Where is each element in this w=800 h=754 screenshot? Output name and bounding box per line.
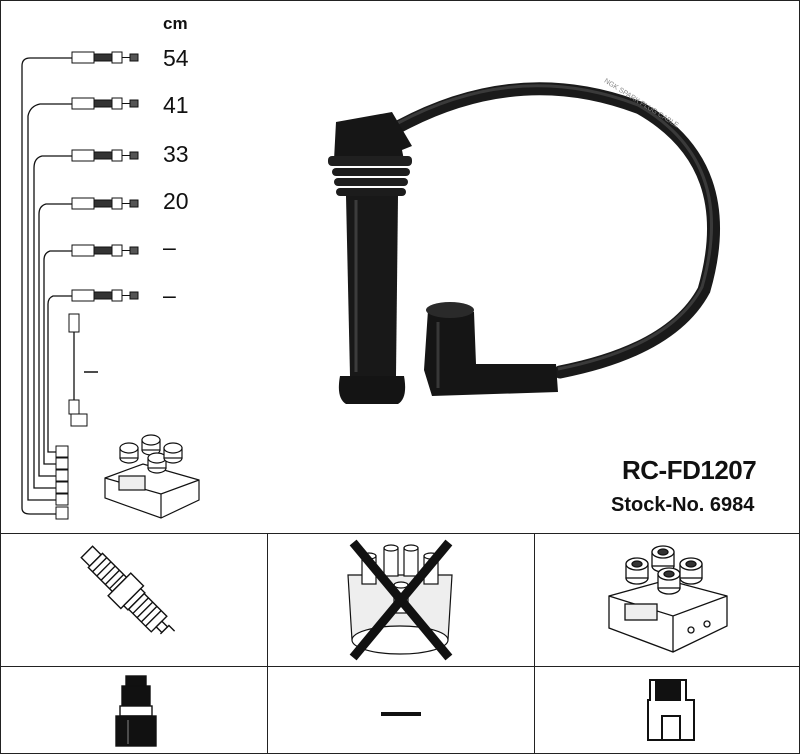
coil-connector-icon: [647, 679, 695, 741]
spark-plug-icon: [80, 545, 176, 635]
divider-col-1: [267, 533, 268, 754]
stock-number: Stock-No. 6984: [611, 494, 755, 516]
divider-middle: [0, 666, 800, 667]
unit-label: cm: [163, 14, 188, 33]
divider-top: [0, 533, 800, 534]
divider-col-2: [534, 533, 535, 754]
plug-boot-icon: [115, 675, 157, 747]
cable-length-3: 33: [163, 141, 189, 167]
cable-length-5: –: [163, 234, 176, 260]
ignition-coil-icon: [608, 545, 728, 653]
cable-length-1: 54: [163, 45, 189, 71]
product-model: RC-FD1207: [622, 455, 757, 485]
dash-icon: [381, 712, 421, 716]
cable-length-2: 41: [163, 92, 189, 118]
cable-length-6: –: [163, 282, 176, 308]
cable-length-4: 20: [163, 188, 189, 214]
